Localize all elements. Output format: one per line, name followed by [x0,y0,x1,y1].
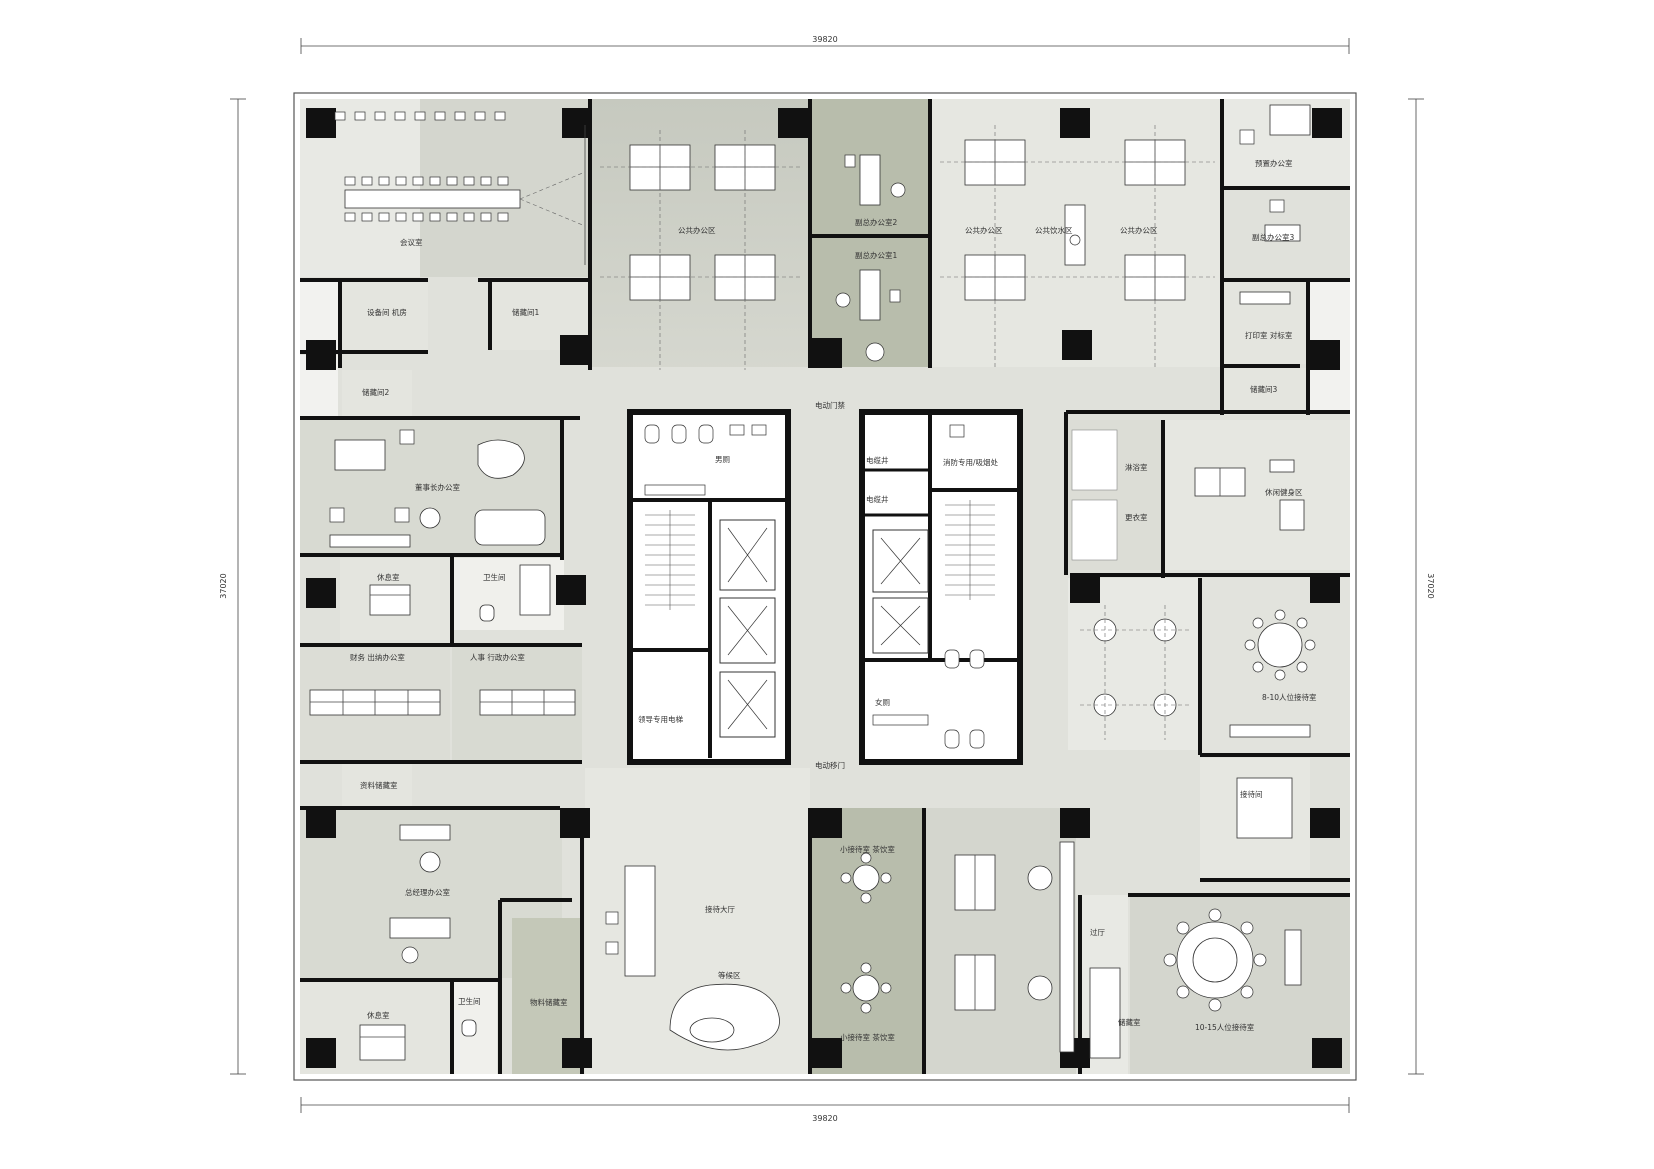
label-storage2: 储藏间2 [362,387,389,397]
label-finance: 财务 出纳办公室 [350,652,405,662]
label-door-bottom: 电动移门 [815,760,845,770]
workstations-right: 公共办公区 公共饮水区 公共办公区 [940,125,1215,370]
label-shaft1: 电缆井 [866,455,889,465]
label-vp-office1: 副总办公室1 [855,250,897,260]
finance-hr: 财务 出纳办公室 人事 行政办公室 [309,652,576,716]
rest-bath-2: 休息室 卫生间 物料储藏室 [359,996,568,1061]
label-rest-room2: 休息室 [367,1010,390,1020]
dimension-lines: 39820 39820 37020 37020 [219,35,1435,1123]
workstations-left: 公共办公区 [600,130,800,370]
walls [300,99,1350,1074]
label-chairman-office: 董事长办公室 [415,482,460,492]
label-equipment: 设备间 机房 [367,307,407,317]
label-reception-8-10: 8-10人位接待室 [1262,692,1317,702]
dim-right: 37020 [1426,573,1435,598]
label-meeting-large: 会议室 [400,237,423,247]
label-changing: 更衣室 [1125,512,1148,522]
label-gm-office: 总经理办公室 [405,887,450,897]
label-manager-office: 预置办公室 [1255,158,1293,168]
label-vp-office3: 副总办公室3 [1252,232,1294,242]
vp-furniture: 副总办公室2 副总办公室1 [835,154,906,362]
label-shower: 淋浴室 [1125,462,1148,472]
dim-top: 39820 [812,35,837,44]
core-left [627,409,791,765]
label-reception-10-15: 10-15人位接待室 [1195,1022,1255,1032]
gm-furniture: 总经理办公室 [389,824,450,964]
label-door-top: 电动门禁 [815,400,845,410]
label-storage-small: 储藏室 [1118,1017,1141,1027]
label-fire-shaft: 消防专用/吸烟处 [943,457,999,467]
label-pantry: 公共饮水区 [1035,225,1073,235]
meeting-table: 会议室 [334,111,586,265]
core-right [859,409,1023,765]
round-tables [1080,605,1190,740]
label-rest-area: 等候区 [718,970,741,980]
label-bath2: 卫生间 [458,996,481,1006]
right-offices: 预置办公室 副总办公室3 打印室 对标室 储藏间3 [1239,104,1311,394]
reception-10-15: 接待间 过厅 储藏室 10-15人位接待室 [1089,777,1302,1059]
label-service: 接待间 [1240,789,1263,799]
label-goods-storage: 物料储藏室 [530,997,568,1007]
dim-bottom: 39820 [812,1114,837,1123]
rest-bath-1: 休息室 卫生间 [369,564,551,622]
reception-8-10: 8-10人位接待室 [1229,609,1317,738]
dim-left: 37020 [219,573,228,598]
label-print-room: 打印室 对标室 [1245,330,1293,340]
chairman-furniture: 董事长办公室 [329,429,546,548]
label-hr: 人事 行政办公室 [470,652,525,662]
label-open-office-mid: 公共办公区 [965,225,1003,235]
label-hall: 过厅 [1090,927,1106,937]
columns [306,108,1342,1068]
label-wc-male: 男厕 [715,455,730,464]
gym-area: 淋浴室 更衣室 休闲健身区 [1071,429,1305,561]
label-dedicated-elev: 领导专用电梯 [638,714,683,724]
label-storage3: 储藏间3 [1250,384,1277,394]
label-open-office-right: 公共办公区 [1120,225,1158,235]
label-shaft2: 电缆井 [866,494,889,504]
label-wc-female: 女厕 [875,697,890,707]
label-vp-office2: 副总办公室2 [855,217,897,227]
label-lobby: 接待大厅 [705,904,735,914]
label-gym: 休闲健身区 [1265,487,1303,497]
lobby-furniture: 接待大厅 等候区 [605,865,780,1051]
label-open-office-left: 公共办公区 [678,225,716,235]
small-meeting-furniture: 小接待室 茶饮室 小接待室 茶饮室 [840,841,1075,1053]
label-rest-room1: 休息室 [377,572,400,582]
label-bath1: 卫生间 [483,572,506,582]
label-archive: 资料储藏室 [360,780,398,790]
label-storage1: 储藏间1 [512,307,539,317]
label-small-meet1: 小接待室 茶饮室 [840,844,895,854]
label-small-meet2: 小接待室 茶饮室 [840,1032,895,1042]
